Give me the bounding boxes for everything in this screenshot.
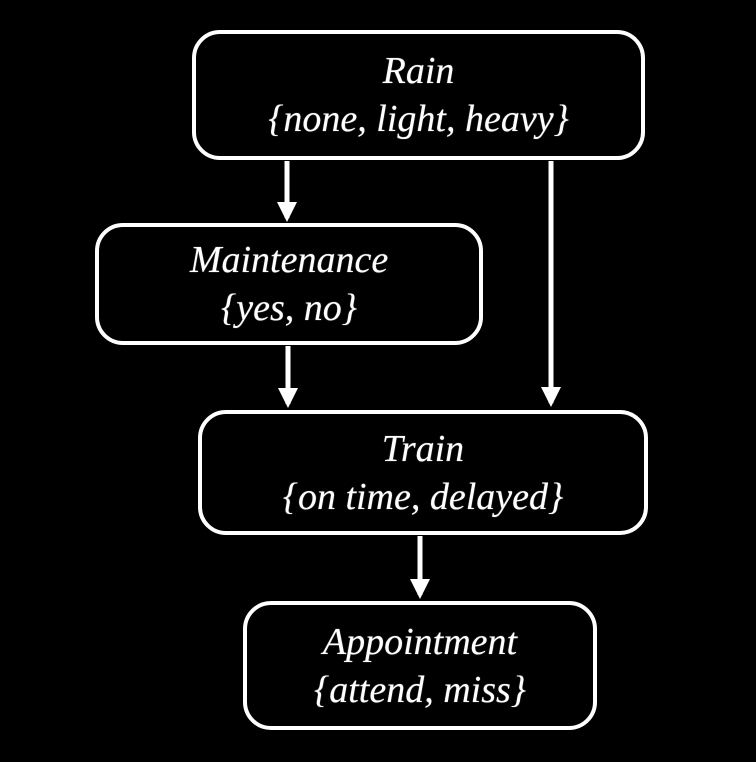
node-appointment-title: Appointment — [322, 620, 518, 663]
node-maintenance: Maintenance {yes, no} — [95, 223, 483, 345]
node-maintenance-values: {yes, no} — [221, 287, 357, 329]
node-train: Train {on time, delayed} — [198, 410, 648, 535]
node-rain-title: Rain — [382, 50, 455, 92]
node-appointment: Appointment {attend, miss} — [243, 601, 597, 730]
node-rain-values: {none, light, heavy} — [268, 98, 569, 140]
node-rain: Rain {none, light, heavy} — [192, 30, 645, 160]
node-train-values: {on time, delayed} — [282, 475, 564, 518]
node-train-title: Train — [381, 427, 465, 470]
node-appointment-values: {attend, miss} — [314, 668, 526, 711]
node-maintenance-title: Maintenance — [189, 239, 389, 281]
